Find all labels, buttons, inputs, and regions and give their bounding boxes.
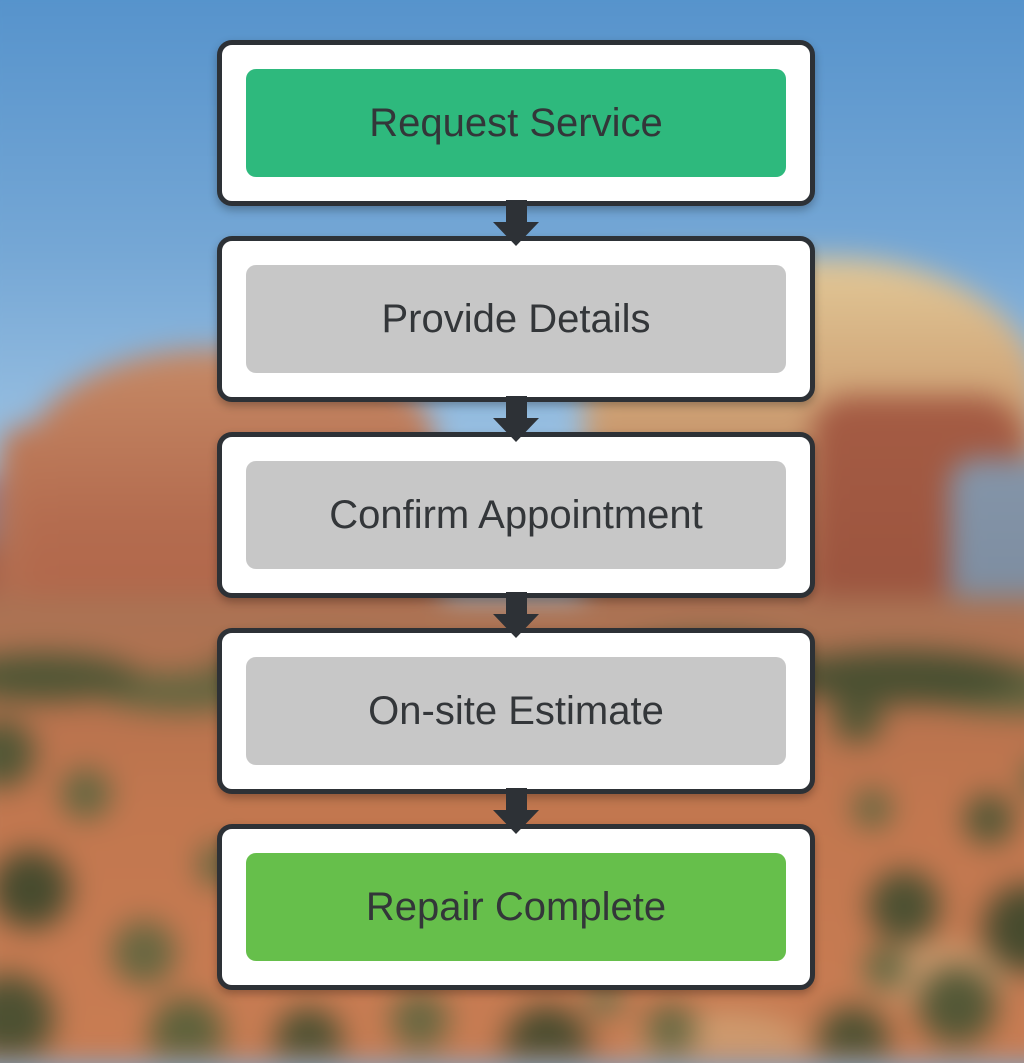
arrow-stem <box>505 396 527 418</box>
flow-arrow-down-icon <box>493 592 539 638</box>
arrow-head <box>493 810 539 834</box>
flow-arrow-down-icon <box>493 200 539 246</box>
arrow-stem <box>505 200 527 222</box>
arrow-stem <box>505 592 527 614</box>
flow-card-request-service: Request Service <box>217 40 815 206</box>
step-node-onsite-estimate: On-site Estimate <box>246 657 786 765</box>
flow-card-confirm-appointment: Confirm Appointment <box>217 432 815 598</box>
step-node-request-service: Request Service <box>246 69 786 177</box>
step-node-provide-details: Provide Details <box>246 265 786 373</box>
arrow-head <box>493 222 539 246</box>
step-node-repair-complete: Repair Complete <box>246 853 786 961</box>
step-node-confirm-appointment: Confirm Appointment <box>246 461 786 569</box>
flow-arrow-down-icon <box>493 396 539 442</box>
arrow-stem <box>505 788 527 810</box>
arrow-head <box>493 614 539 638</box>
flow-card-onsite-estimate: On-site Estimate <box>217 628 815 794</box>
flow-arrow-down-icon <box>493 788 539 834</box>
flowchart: Request Service Provide Details Confirm … <box>217 40 815 990</box>
flow-card-provide-details: Provide Details <box>217 236 815 402</box>
flow-card-repair-complete: Repair Complete <box>217 824 815 990</box>
arrow-head <box>493 418 539 442</box>
